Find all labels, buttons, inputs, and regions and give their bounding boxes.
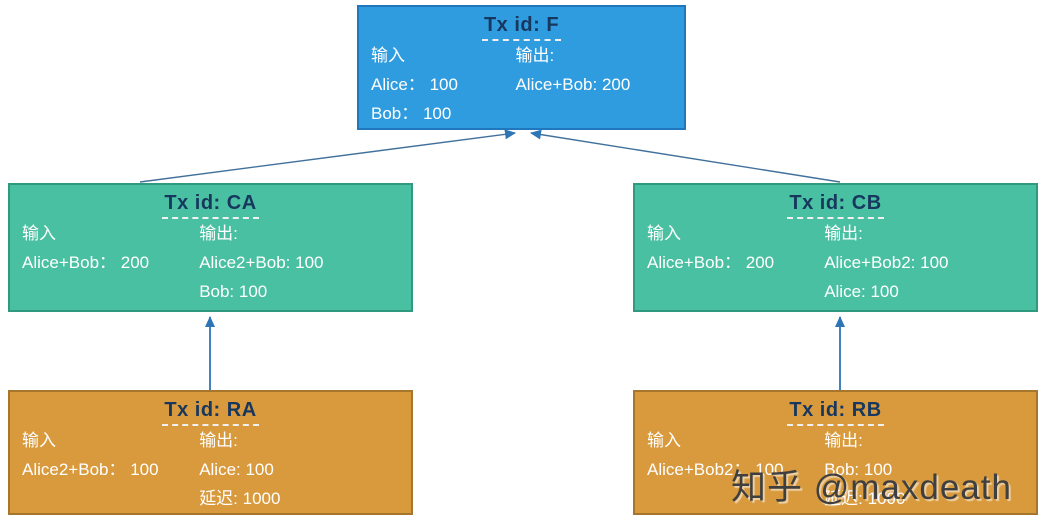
arrow-ca-to-f bbox=[139, 129, 516, 183]
tx-rb-output-0: Bob: 100 bbox=[824, 460, 893, 479]
tx-f-input-0: Alice： 100 bbox=[371, 75, 458, 94]
tx-cb-input-0: Alice+Bob： 200 bbox=[647, 253, 775, 272]
tx-ca-output-1: Bob: 100 bbox=[199, 282, 268, 301]
tx-cb-input-label: 输入 bbox=[647, 224, 681, 243]
tx-f-input-label: 输入 bbox=[371, 46, 405, 65]
tx-ra-output-0: Alice: 100 bbox=[199, 460, 274, 479]
tx-cb-output-1: Alice: 100 bbox=[824, 282, 899, 301]
tx-f-output-label: 输出: bbox=[515, 46, 555, 65]
tx-f-output-0: Alice+Bob: 200 bbox=[515, 75, 631, 94]
tx-rb-output-label: 输出: bbox=[824, 431, 863, 450]
tx-rb-title: Tx id: RB bbox=[635, 396, 1036, 426]
tx-ra-input-0: Alice2+Bob： 100 bbox=[22, 460, 159, 479]
tx-cb-output-label: 输出: bbox=[824, 224, 863, 243]
tx-ra-output-label: 输出: bbox=[199, 431, 238, 450]
tx-rb-input-0: Alice+Bob2： 100 bbox=[647, 460, 784, 479]
tx-node-rb: Tx id: RB 输入 Alice+Bob2： 100 输出: Bob: 10… bbox=[633, 390, 1038, 515]
tx-cb-title: Tx id: CB bbox=[635, 189, 1036, 219]
watermark-text: 知乎 @maxdeath bbox=[731, 468, 1012, 507]
tx-rb-input-label: 输入 bbox=[647, 431, 681, 450]
tx-cb-output-0: Alice+Bob2: 100 bbox=[824, 253, 949, 272]
arrow-cb-to-f bbox=[530, 129, 841, 183]
tx-ca-title: Tx id: CA bbox=[10, 189, 411, 219]
tx-f-title: Tx id: F bbox=[359, 11, 684, 41]
tx-node-ra: Tx id: RA 输入 Alice2+Bob： 100 输出: Alice: … bbox=[8, 390, 413, 515]
tx-ra-title: Tx id: RA bbox=[10, 396, 411, 426]
tx-ra-input-label: 输入 bbox=[22, 431, 56, 450]
tx-ra-output-1: 延迟: 1000 bbox=[199, 489, 281, 508]
tx-rb-output-1: 延迟: 1000 bbox=[824, 489, 906, 508]
tx-node-f: Tx id: F 输入 Alice： 100 Bob： 100 输出: Alic… bbox=[357, 5, 686, 130]
tx-node-ca: Tx id: CA 输入 Alice+Bob： 200 输出: Alice2+B… bbox=[8, 183, 413, 312]
tx-ca-input-0: Alice+Bob： 200 bbox=[22, 253, 150, 272]
tx-f-input-1: Bob： 100 bbox=[371, 104, 452, 123]
tx-node-cb: Tx id: CB 输入 Alice+Bob： 200 输出: Alice+Bo… bbox=[633, 183, 1038, 312]
tx-ca-output-0: Alice2+Bob: 100 bbox=[199, 253, 324, 272]
tx-ca-output-label: 输出: bbox=[199, 224, 238, 243]
tx-ca-input-label: 输入 bbox=[22, 224, 56, 243]
